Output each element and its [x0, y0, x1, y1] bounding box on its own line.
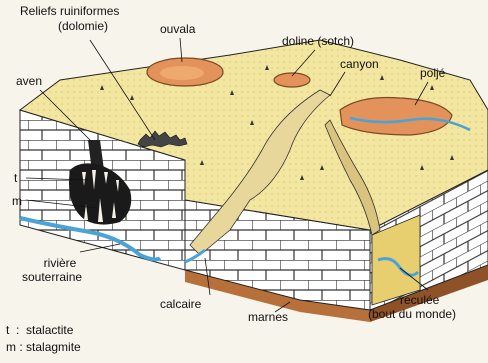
doline-depression — [274, 73, 310, 87]
legend-text: stalactite — [26, 323, 73, 337]
legend-item: m : stalagmite — [6, 339, 81, 356]
label-reculee: reculée — [400, 293, 439, 307]
label-calcaire: calcaire — [160, 297, 201, 311]
label-polje: poljé — [420, 66, 445, 80]
label-bout-du-monde: (bout du monde) — [368, 307, 456, 321]
label-doline: doline (sotch) — [282, 34, 354, 48]
legend: t : stalactite m : stalagmite — [6, 322, 81, 356]
label-canyon: canyon — [340, 57, 379, 71]
label-marnes: marnes — [248, 310, 288, 324]
label-dolomie: (dolomie) — [58, 19, 108, 33]
label-ouvala: ouvala — [160, 22, 195, 36]
legend-key: m — [6, 340, 16, 354]
label-riviere: rivière — [30, 256, 90, 270]
legend-separator: : — [9, 323, 26, 337]
label-t: t — [14, 171, 17, 185]
legend-separator: : — [16, 340, 26, 354]
label-m: m — [12, 194, 22, 208]
legend-item: t : stalactite — [6, 322, 81, 339]
label-reliefs-ruiniformes: Reliefs ruiniformes — [20, 4, 119, 18]
label-souterraine: souterraine — [22, 270, 82, 284]
legend-text: stalagmite — [26, 340, 81, 354]
label-aven: aven — [16, 74, 42, 88]
ouvala-inner — [160, 66, 204, 80]
